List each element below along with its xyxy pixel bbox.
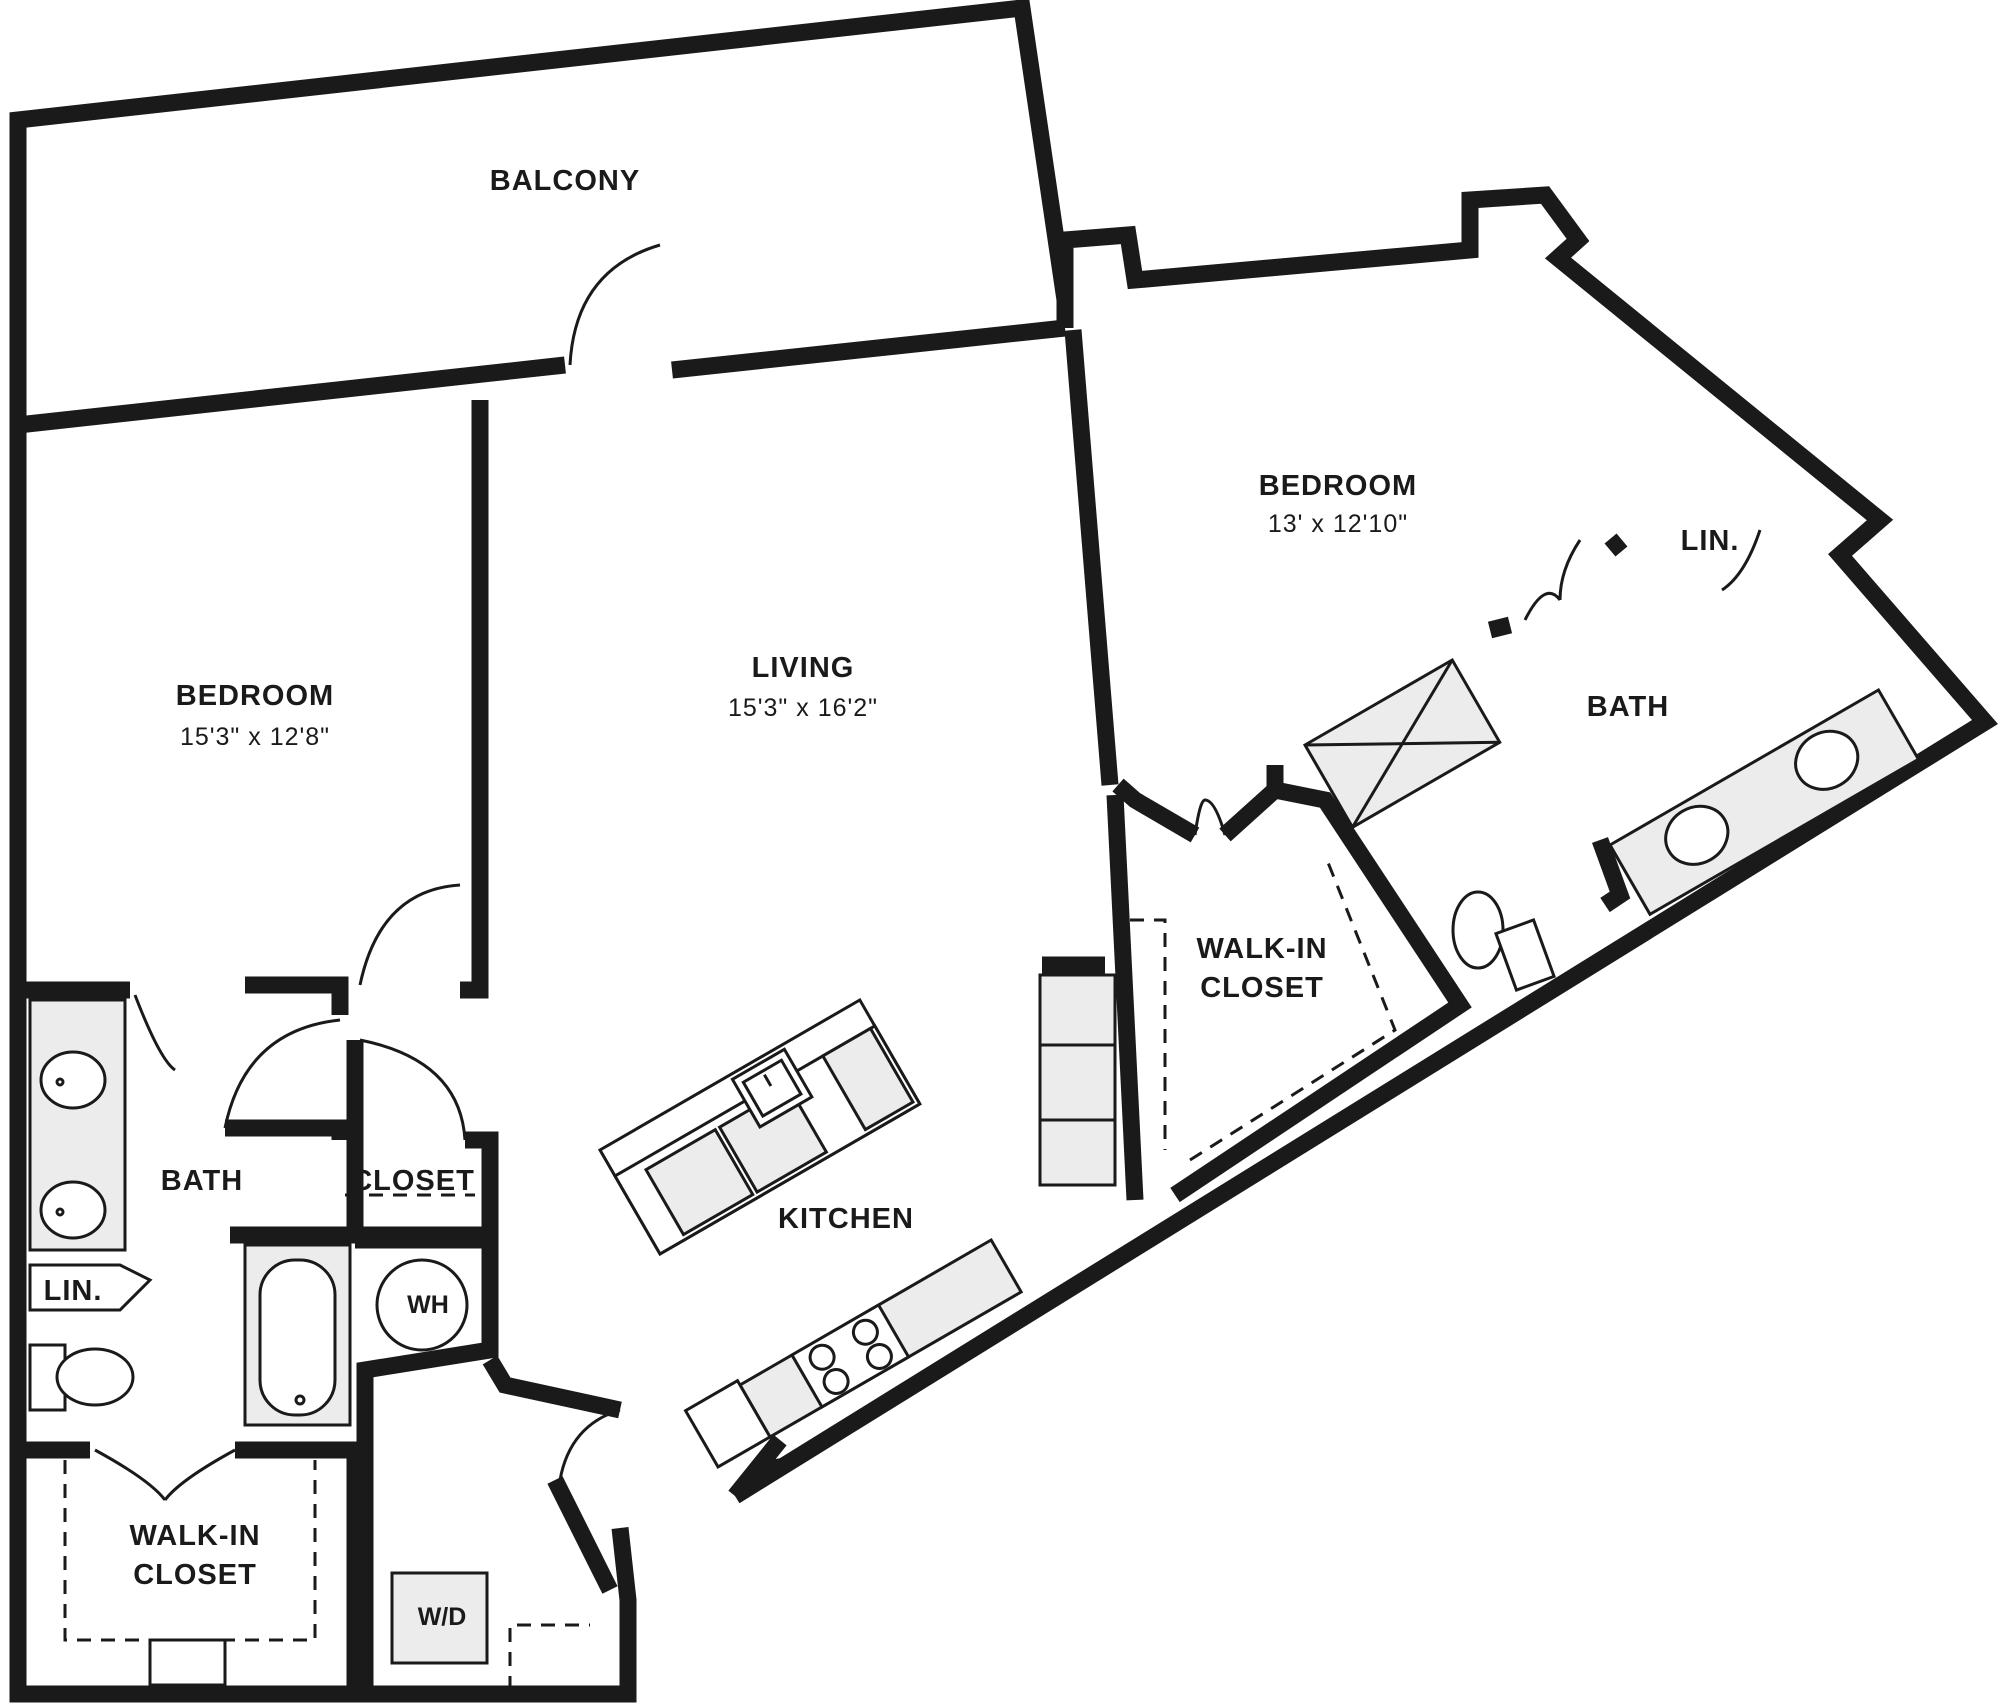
walls [9,0,1998,1703]
water-heater [375,1258,469,1352]
linen-shelf-left [28,1263,153,1312]
balcony-label: BALCONY [490,165,640,197]
living-dimensions: 15'3" x 16'2" [728,694,878,722]
kitchen-counter [683,1237,1024,1470]
walkin-right-shelf [1130,854,1397,1162]
washer-dryer [390,1571,489,1665]
walkin-right-label-1: WALK-IN [1196,933,1327,965]
toilet-left [28,1343,135,1412]
bedroom-right-label: BEDROOM [1259,470,1417,502]
living-label: LIVING [752,652,855,684]
kitchen-island [597,997,922,1256]
bath-left-label: BATH [161,1165,243,1197]
closet-label: CLOSET [351,1165,475,1197]
linen-left-label: LIN. [44,1275,103,1307]
linen-right-label: LIN. [1681,525,1740,557]
walkin-left-label-1: WALK-IN [129,1520,260,1552]
fixtures [28,657,1921,1690]
washer-dryer-label: W/D [418,1603,467,1631]
walkin-left-label-2: CLOSET [133,1559,257,1591]
bedroom-right-dimensions: 13' x 12'10" [1268,510,1408,538]
bath-right-label: BATH [1587,691,1669,723]
kitchen-label: KITCHEN [778,1203,914,1235]
bathtub [243,1243,352,1427]
tall-cabinets [1038,973,1117,1187]
toilet-right [1451,890,1556,992]
labels: BALCONY BEDROOM 15'3" x 12'8" LIVING 15'… [44,165,1740,1631]
walkin-right-label-2: CLOSET [1200,972,1324,1004]
doors [94,243,1762,1501]
bedroom-left-dimensions: 15'3" x 12'8" [180,723,330,751]
bedroom-left-label: BEDROOM [176,680,334,712]
laundry-shelf [508,1623,590,1690]
bath-left-vanity [28,998,127,1252]
bath-right-vanity [1607,687,1921,917]
water-heater-label: WH [407,1291,449,1319]
shower [1302,657,1502,830]
